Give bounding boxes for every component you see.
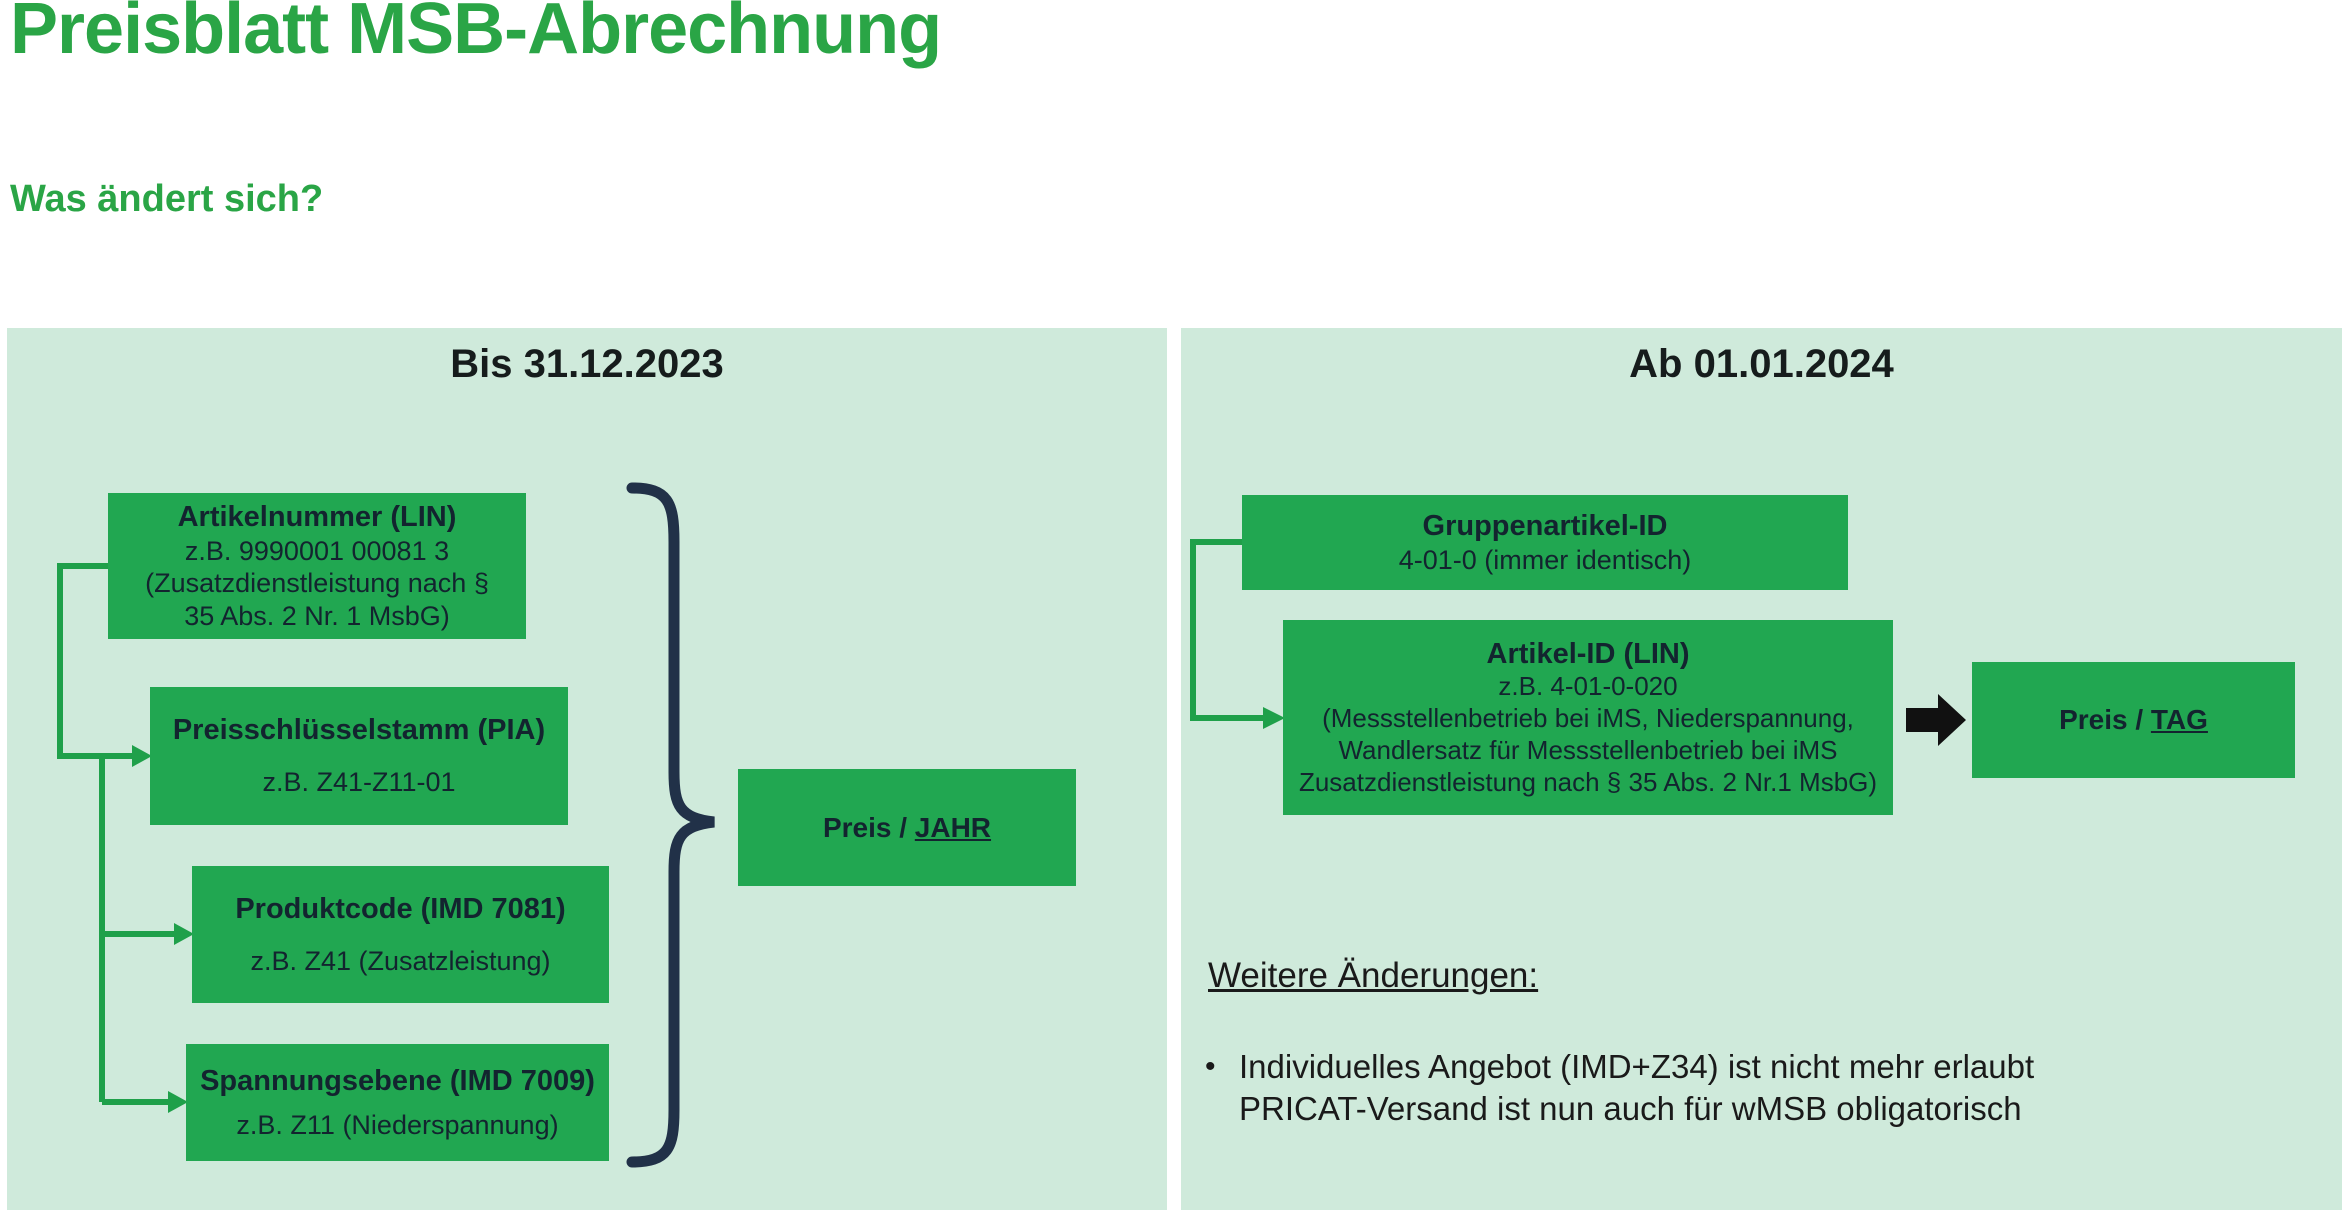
changes-heading: Weitere Änderungen:	[1208, 956, 1539, 995]
box-preis-jahr: Preis / JAHR	[738, 769, 1076, 886]
box-line: 4-01-0 (immer identisch)	[1398, 544, 1692, 575]
box-preis-tag: Preis / TAG	[1972, 662, 2295, 778]
box-title: Gruppenartikel-ID	[1422, 509, 1668, 542]
box-line: z.B. Z11 (Niederspannung)	[236, 1109, 559, 1140]
box-title: Artikelnummer (LIN)	[177, 501, 457, 534]
bullet-line: PRICAT-Versand ist nun auch für wMSB obl…	[1239, 1089, 2022, 1127]
panel-bis-2023: Bis 31.12.2023 Artikelnummer (LIN) z.B. …	[7, 328, 1167, 1210]
box-produktcode: Produktcode (IMD 7081) z.B. Z41 (Zusatzl…	[192, 866, 609, 1003]
box-line: z.B. Z41 (Zusatzleistung)	[250, 945, 551, 976]
right-panel-header: Ab 01.01.2024	[1629, 342, 1894, 386]
box-line: (Zusatzdienstleistung nach §	[145, 568, 489, 599]
result-unit: JAHR	[914, 811, 992, 843]
box-line: z.B. 4-01-0-020	[1498, 671, 1678, 702]
box-title: Produktcode (IMD 7081)	[235, 892, 566, 925]
result-prefix: Preis /	[822, 811, 915, 843]
bullet-text: Individuelles Angebot (IMD+Z34) ist nich…	[1239, 1046, 2034, 1130]
changes-bullet-item: • Individuelles Angebot (IMD+Z34) ist ni…	[1205, 1046, 2034, 1130]
box-line: 35 Abs. 2 Nr. 1 MsbG)	[184, 600, 450, 631]
bullet-line: Individuelles Angebot (IMD+Z34) ist nich…	[1239, 1048, 2035, 1085]
box-line: Zusatzdienstleistung nach § 35 Abs. 2 Nr…	[1298, 766, 1878, 797]
page-subtitle: Was ändert sich?	[10, 178, 324, 220]
box-spannungsebene: Spannungsebene (IMD 7009) z.B. Z11 (Nied…	[186, 1044, 609, 1161]
result-prefix: Preis /	[2059, 704, 2151, 735]
box-line: (Messstellenbetrieb bei iMS, Niederspann…	[1322, 703, 1854, 734]
result-label: Preis / JAHR	[823, 812, 991, 844]
box-title: Spannungsebene (IMD 7009)	[200, 1064, 595, 1097]
box-line: z.B. Z41-Z11-01	[262, 767, 456, 798]
page-title: Preisblatt MSB-Abrechnung	[10, 0, 942, 69]
box-preisschluesselstamm: Preisschlüsselstamm (PIA) z.B. Z41-Z11-0…	[150, 687, 568, 825]
bullet-icon: •	[1205, 1050, 1216, 1083]
left-panel-header: Bis 31.12.2023	[450, 342, 724, 386]
box-line: z.B. 9990001 00081 3	[184, 535, 450, 566]
box-artikelnummer: Artikelnummer (LIN) z.B. 9990001 00081 3…	[108, 493, 526, 639]
box-title: Preisschlüsselstamm (PIA)	[172, 714, 546, 747]
box-gruppenartikel-id: Gruppenartikel-ID 4-01-0 (immer identisc…	[1242, 495, 1848, 590]
box-line: Wandlersatz für Messstellenbetrieb bei i…	[1338, 734, 1838, 765]
panel-ab-2024: Ab 01.01.2024 Gruppenartikel-ID 4-01-0 (…	[1181, 328, 2342, 1210]
result-label: Preis / TAG	[2059, 704, 2208, 736]
result-unit: TAG	[2150, 704, 2208, 735]
box-artikel-id: Artikel-ID (LIN) z.B. 4-01-0-020 (Messst…	[1283, 620, 1893, 815]
box-title: Artikel-ID (LIN)	[1486, 637, 1690, 670]
